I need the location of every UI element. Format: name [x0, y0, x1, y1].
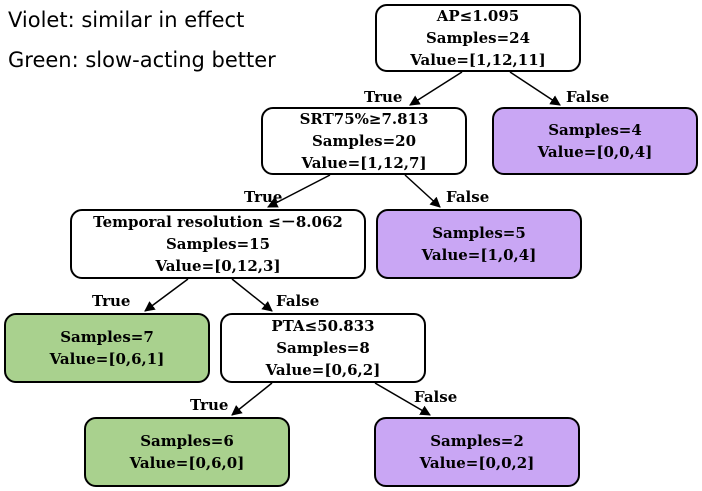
- node-leaf-e: Samples=2 Value=[0,0,2]: [374, 417, 580, 487]
- node-leaf-b: Samples=5 Value=[1,0,4]: [376, 209, 582, 279]
- node-srt-condition: SRT75%≥7.813: [299, 110, 429, 128]
- node-temporal-samples: Samples=15: [165, 235, 271, 253]
- node-leaf-a: Samples=4 Value=[0,0,4]: [492, 107, 698, 175]
- node-pta-condition: PTA≤50.833: [271, 317, 375, 335]
- node-leaf-b-samples: Samples=5: [432, 224, 526, 242]
- node-leaf-a-value: Value=[0,0,4]: [537, 143, 653, 161]
- edge-label-srt-true: True: [244, 188, 283, 206]
- node-leaf-d-value: Value=[0,6,0]: [129, 454, 245, 472]
- edge-root-srt: [409, 71, 463, 106]
- node-root-condition: AP≤1.095: [436, 7, 520, 25]
- edge-root-leaf-a: [509, 71, 561, 106]
- node-srt-value: Value=[1,12,7]: [301, 154, 427, 172]
- node-leaf-b-value: Value=[1,0,4]: [421, 246, 537, 264]
- edge-temporal-leaf-c: [144, 278, 189, 312]
- edge-label-srt-false: False: [446, 188, 490, 206]
- edge-srt-leaf-b: [404, 174, 441, 208]
- node-leaf-e-samples: Samples=2: [430, 432, 524, 450]
- node-pta-value: Value=[0,6,2]: [265, 361, 381, 379]
- legend-green: Green: slow-acting better: [8, 48, 276, 72]
- node-leaf-c: Samples=7 Value=[0,6,1]: [4, 313, 210, 383]
- node-leaf-d: Samples=6 Value=[0,6,0]: [84, 417, 290, 487]
- node-leaf-c-samples: Samples=7: [60, 328, 154, 346]
- node-root-samples: Samples=24: [425, 29, 531, 47]
- edge-label-temporal-true: True: [92, 292, 131, 310]
- edge-label-pta-true: True: [190, 396, 229, 414]
- node-leaf-e-value: Value=[0,0,2]: [419, 454, 535, 472]
- node-root: AP≤1.095 Samples=24 Value=[1,12,11]: [375, 4, 581, 72]
- node-temporal-value: Value=[0,12,3]: [155, 257, 281, 275]
- edge-srt-temporal: [267, 174, 331, 208]
- node-leaf-c-value: Value=[0,6,1]: [49, 350, 165, 368]
- node-leaf-d-samples: Samples=6: [140, 432, 234, 450]
- edge-label-pta-false: False: [414, 388, 458, 406]
- node-temporal: Temporal resolution ≤－8.062 Samples=15 V…: [70, 209, 366, 279]
- edge-pta-leaf-e: [374, 382, 431, 416]
- edge-label-temporal-false: False: [276, 292, 320, 310]
- node-leaf-a-samples: Samples=4: [548, 121, 642, 139]
- node-srt-samples: Samples=20: [311, 132, 417, 150]
- node-srt: SRT75%≥7.813 Samples=20 Value=[1,12,7]: [261, 107, 467, 175]
- node-pta: PTA≤50.833 Samples=8 Value=[0,6,2]: [220, 313, 426, 383]
- edge-label-root-false: False: [566, 88, 610, 106]
- edge-label-root-true: True: [364, 88, 403, 106]
- legend-violet: Violet: similar in effect: [8, 8, 245, 32]
- node-root-value: Value=[1,12,11]: [410, 51, 546, 69]
- edge-temporal-pta: [231, 278, 273, 312]
- edge-pta-leaf-d: [231, 382, 273, 416]
- node-pta-samples: Samples=8: [276, 339, 370, 357]
- node-temporal-condition: Temporal resolution ≤－8.062: [93, 213, 343, 231]
